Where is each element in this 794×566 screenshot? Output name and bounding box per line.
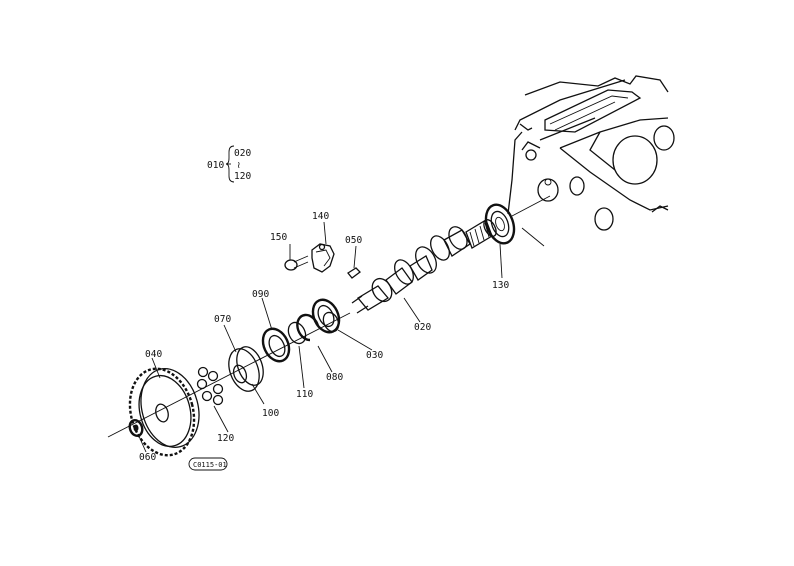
figure-code: C0115-01 <box>193 461 227 469</box>
group-callout-range-end: 120 <box>234 171 251 182</box>
label-030: 030 <box>366 350 383 361</box>
part-150-bolt <box>284 255 309 271</box>
part-050-key <box>347 267 361 279</box>
label-070: 070 <box>214 314 231 325</box>
label-090: 090 <box>252 289 269 300</box>
label-150: 150 <box>270 232 287 243</box>
axis-line-front <box>107 312 351 438</box>
label-080: 080 <box>326 372 343 383</box>
part-labels: 140 150 050 090 070 040 100 120 060 110 … <box>139 211 509 463</box>
part-100-thrust-plate <box>228 346 264 392</box>
part-140-clamp <box>311 243 335 273</box>
part-120-balls <box>196 366 224 406</box>
label-050: 050 <box>345 235 362 246</box>
group-callout-range-separator: ≀ <box>237 160 241 171</box>
part-090-collar <box>261 327 291 363</box>
label-100: 100 <box>262 408 279 419</box>
group-callout-range-start: 020 <box>234 148 251 159</box>
label-060: 060 <box>139 452 156 463</box>
part-040-gear <box>128 367 200 457</box>
group-callout: 010 020 ≀ 120 <box>207 145 251 183</box>
leader-lines <box>137 221 503 453</box>
axis-line-tail <box>521 227 545 247</box>
label-140: 140 <box>312 211 329 222</box>
group-callout-label: 010 <box>207 160 224 171</box>
label-130: 130 <box>492 280 509 291</box>
part-080-snap-ring <box>296 313 320 342</box>
camshaft <box>351 219 497 314</box>
label-110: 110 <box>296 389 313 400</box>
label-120: 120 <box>217 433 234 444</box>
label-040: 040 <box>145 349 162 360</box>
part-130-bearing <box>484 203 516 245</box>
part-110-ring <box>287 321 307 345</box>
engine-block <box>507 75 675 231</box>
figure-code-badge: C0115-01 <box>188 457 228 471</box>
axis-line-rear <box>511 195 551 217</box>
label-020: 020 <box>414 322 431 333</box>
